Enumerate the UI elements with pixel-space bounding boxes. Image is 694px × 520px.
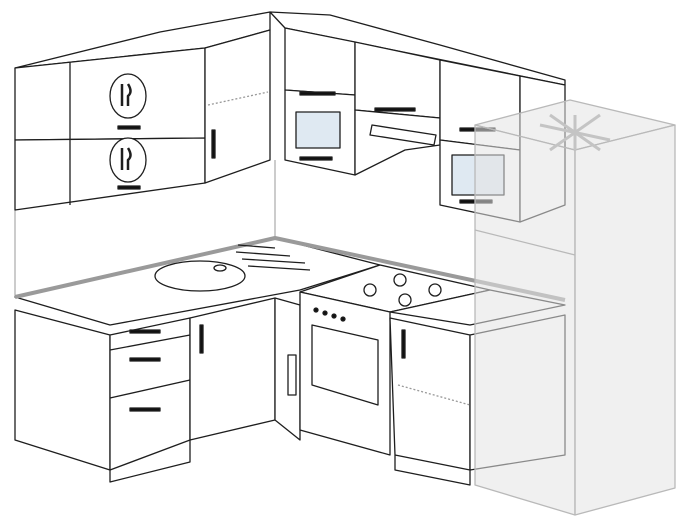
cabinet-handle[interactable] <box>117 125 141 130</box>
cabinet-handle[interactable] <box>199 324 204 354</box>
base-left-side <box>14 309 111 471</box>
upper-left-cabinets <box>14 11 271 211</box>
cabinet-handle[interactable] <box>117 185 141 190</box>
cutlery-icon <box>109 73 147 183</box>
microwave-window <box>295 111 341 149</box>
drawer-stack[interactable] <box>109 317 191 471</box>
drawer-handle[interactable] <box>129 407 161 412</box>
upper-left-door-bottom[interactable] <box>14 137 206 211</box>
cabinet-handle[interactable] <box>299 156 333 161</box>
drainboard <box>235 244 311 271</box>
oven-door-window <box>311 324 379 406</box>
cabinet-handle[interactable] <box>374 107 416 112</box>
fridge[interactable] <box>474 99 676 516</box>
stove-knobs[interactable] <box>313 307 346 322</box>
cabinet-handle[interactable] <box>401 329 406 359</box>
stove-burners <box>363 273 442 307</box>
sink-tap <box>213 264 227 272</box>
base-door-left[interactable] <box>189 297 276 441</box>
snowflake-icon <box>539 113 611 152</box>
drawer-handle[interactable] <box>129 357 161 362</box>
upper-corner-cabinet[interactable] <box>204 29 271 184</box>
sink[interactable] <box>154 260 246 292</box>
drawer-handle[interactable] <box>129 329 161 334</box>
cabinet-handle[interactable] <box>299 91 336 96</box>
cabinet-handle[interactable] <box>211 129 216 159</box>
countertop <box>14 236 566 326</box>
range-hood <box>369 124 437 146</box>
bottle <box>287 354 297 396</box>
